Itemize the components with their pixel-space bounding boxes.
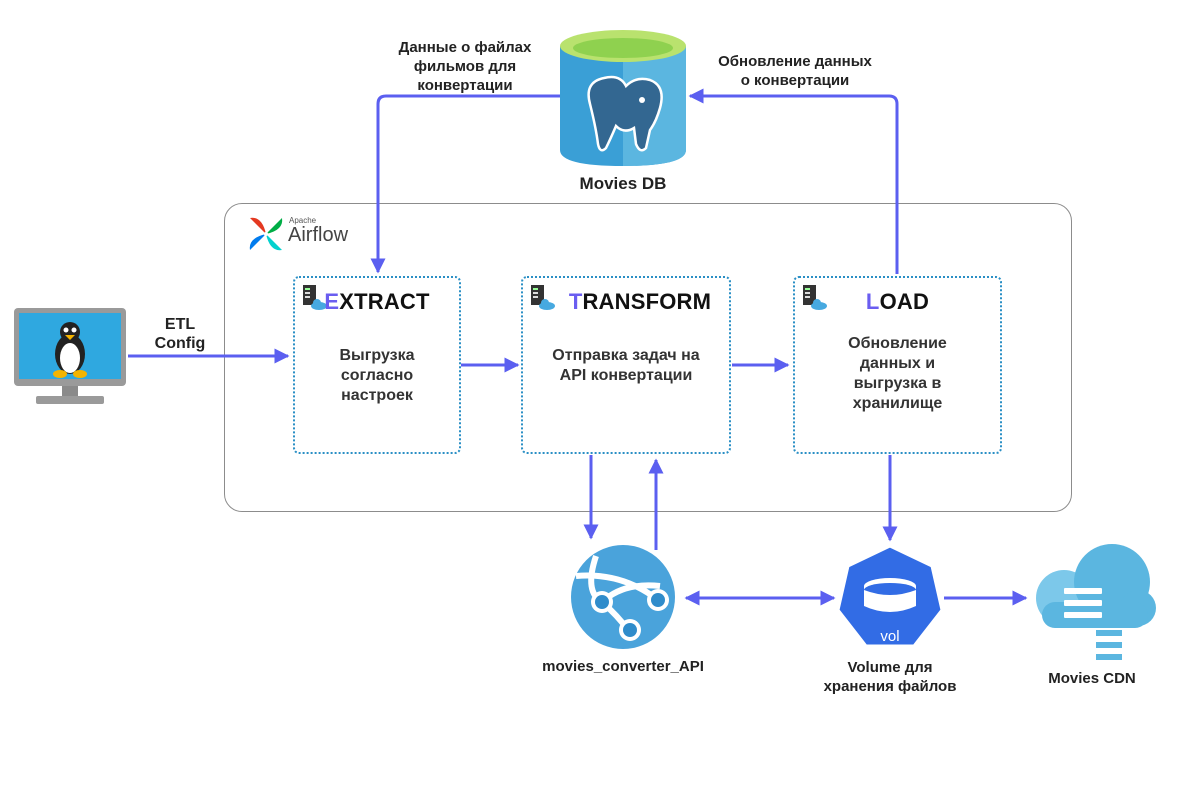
load-title-rest: OAD bbox=[879, 289, 930, 314]
db-label: Movies DB bbox=[579, 174, 667, 193]
volume-icon-text: vol bbox=[880, 628, 900, 645]
linux-desktop-icon bbox=[14, 308, 126, 404]
load-stage: LOAD Обновление данных и выгрузка в хран… bbox=[793, 276, 1002, 454]
postgres-db-icon bbox=[560, 30, 686, 166]
transform-title-rest: RANSFORM bbox=[582, 289, 712, 314]
transform-title: TRANSFORM bbox=[523, 289, 729, 315]
transform-description: Отправка задач на API конвертации bbox=[552, 347, 700, 384]
volume-icon bbox=[836, 544, 944, 648]
server-cloud-icon bbox=[531, 285, 555, 310]
cdn-cloud-icon bbox=[1036, 544, 1156, 660]
extract-description: Выгрузка согласно настроек bbox=[339, 347, 415, 404]
volume-label: Volume для хранения файлов bbox=[823, 659, 957, 695]
db-write-label: Обновление данных о конвертации bbox=[718, 53, 872, 89]
arrow-load-to-db bbox=[688, 88, 899, 274]
load-title: LOAD bbox=[795, 289, 1000, 315]
api-label: movies_converter_API bbox=[542, 658, 704, 675]
airflow-logo: Apache Airflow bbox=[246, 214, 356, 256]
db-read-label: Данные о файлах фильмов для конвертации bbox=[398, 39, 532, 94]
etl-config-label: ETL Config bbox=[154, 316, 206, 352]
load-description: Обновление данных и выгрузка в хранилище bbox=[848, 335, 947, 412]
transform-stage: TRANSFORM Отправка задач на API конверта… bbox=[521, 276, 731, 454]
extract-title: EXTRACT bbox=[295, 289, 459, 315]
airflow-logo-small-text: Apache bbox=[289, 216, 317, 225]
cdn-label: Movies CDN bbox=[1048, 670, 1136, 687]
extract-stage: EXTRACT Выгрузка согласно настроек bbox=[293, 276, 461, 454]
api-service-icon bbox=[571, 545, 675, 649]
arrow-db-to-extract bbox=[370, 94, 560, 274]
airflow-pinwheel-icon bbox=[249, 217, 283, 251]
server-cloud-icon bbox=[803, 285, 827, 310]
load-title-first-letter: L bbox=[865, 289, 880, 314]
server-cloud-icon bbox=[303, 285, 327, 310]
extract-title-first-letter: E bbox=[324, 289, 340, 314]
transform-title-first-letter: T bbox=[568, 289, 583, 314]
airflow-logo-text: Airflow bbox=[288, 224, 349, 246]
extract-title-rest: XTRACT bbox=[339, 289, 430, 314]
